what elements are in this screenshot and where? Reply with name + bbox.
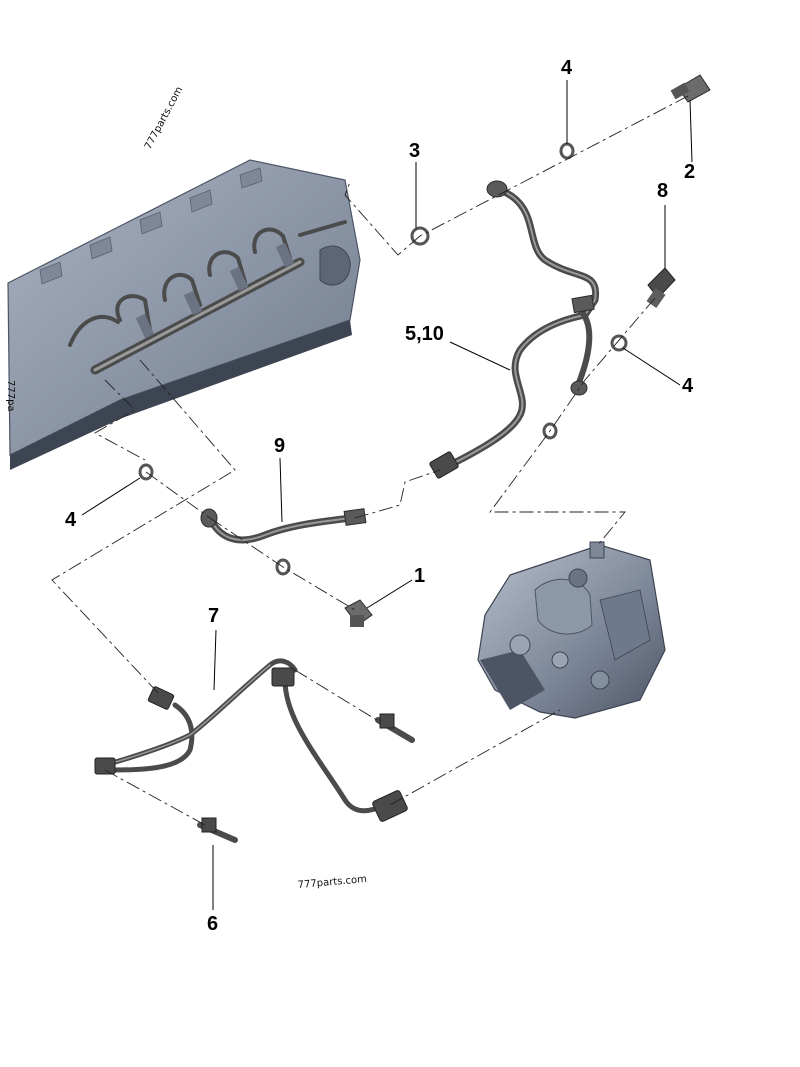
callout-6: 6: [207, 913, 218, 935]
banjo-bolt-2: [670, 74, 711, 103]
callout-3: 3: [409, 140, 420, 162]
fuel-pump: [477, 541, 666, 719]
callout-1: 1: [414, 565, 425, 587]
callout-4-right: 4: [682, 375, 694, 397]
watermark-bottom: 777parts.com: [297, 874, 367, 891]
fitting-6b: [375, 713, 415, 743]
fuel-line-7: [94, 658, 408, 822]
assembly-lines: [51, 95, 689, 826]
fuel-line-5-10: [429, 180, 600, 479]
leader-lines: [81, 80, 693, 910]
callout-4-top: 4: [561, 57, 573, 79]
sealing-washers: [138, 142, 628, 576]
callout-5-10: 5,10: [405, 323, 444, 345]
callout-8: 8: [657, 180, 668, 202]
watermark-top: 777parts.com: [143, 85, 185, 151]
cylinder-head: [7, 159, 361, 470]
callout-7: 7: [208, 605, 219, 627]
injector-cluster: [135, 242, 295, 339]
banjo-bolt-8: [646, 267, 676, 308]
callout-4-left: 4: [65, 509, 77, 531]
watermark-side: 777pa: [5, 380, 16, 412]
banjo-bolt-1: [344, 599, 373, 627]
fuel-rail: [68, 220, 347, 375]
callout-2: 2: [684, 161, 695, 183]
fuel-line-9: [200, 508, 367, 544]
callout-9: 9: [274, 435, 285, 457]
fitting-6a: [197, 817, 238, 843]
